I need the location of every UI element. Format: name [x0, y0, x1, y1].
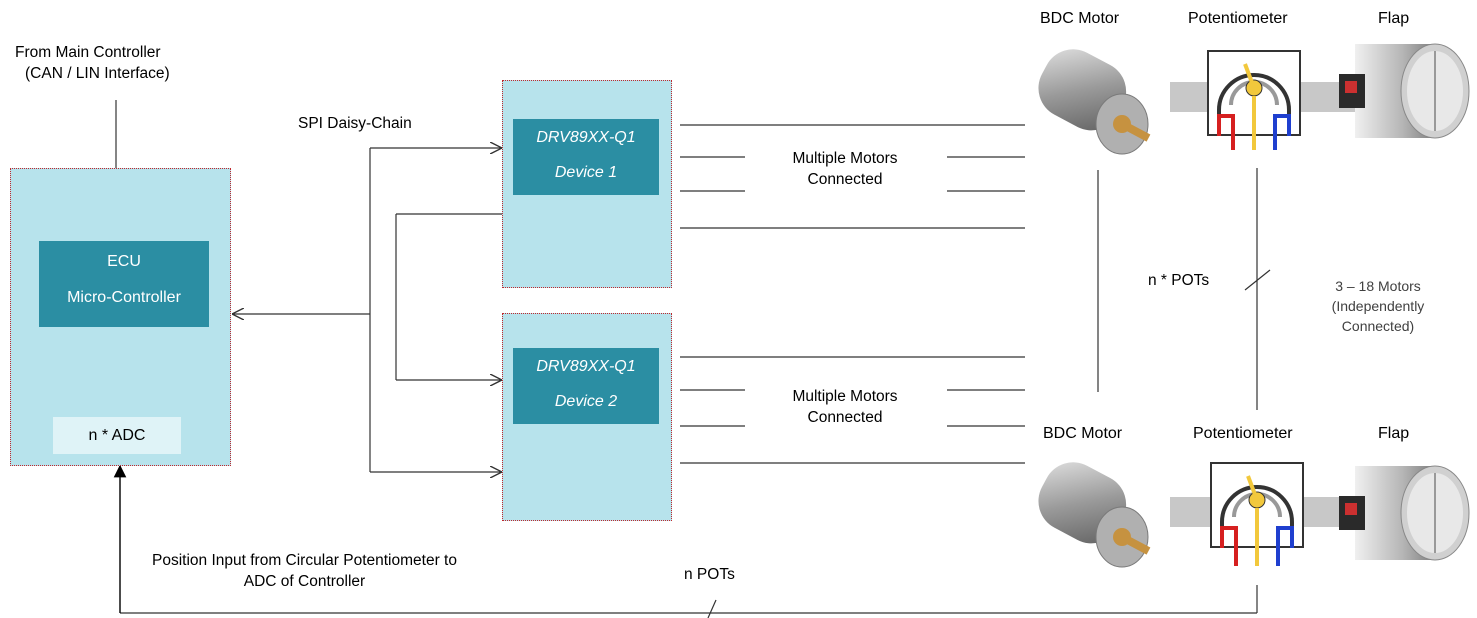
motor-count-label: 3 – 18 Motors (Independently Connected) [1331, 278, 1425, 334]
potentiometer-illustration-top [1207, 50, 1301, 150]
potentiometer-illustration-bottom [1210, 462, 1304, 566]
multiple-motors-label-2: Multiple Motors Connected [792, 388, 898, 426]
ecu-title: ECU [107, 253, 141, 270]
position-feedback-label: Position Input from Circular Potentiomet… [152, 552, 457, 590]
device-2-name: Device 2 [554, 393, 618, 410]
potentiometer-label-bottom: Potentiometer [1193, 425, 1293, 442]
device-2-part: DRV89XX-Q1 [536, 358, 636, 375]
device-2-block: DRV89XX-Q1 Device 2 [502, 313, 672, 521]
ecu-block: ECU Micro-Controller n * ADC [10, 168, 231, 466]
potentiometer-label-top: Potentiometer [1188, 10, 1288, 27]
n-pots-vertical-label: n * POTs [1148, 272, 1210, 289]
flap-label-top: Flap [1378, 10, 1410, 27]
bdc-motor-label-top: BDC Motor [1040, 10, 1120, 27]
device-1-label-box: DRV89XX-Q1 Device 1 [513, 119, 659, 195]
ecu-subtitle: Micro-Controller [67, 289, 181, 306]
main-controller-label: From Main Controller (CAN / LIN Interfac… [15, 44, 170, 82]
adc-block: n * ADC [53, 417, 181, 454]
flap-label-bottom: Flap [1378, 425, 1410, 442]
motor-illustration-bottom [1038, 462, 1151, 568]
multiple-motors-label-1: Multiple Motors Connected [792, 150, 898, 188]
flap-illustration-top [1339, 43, 1470, 139]
device-1-name: Device 1 [554, 164, 618, 181]
motor-illustration-top [1038, 49, 1151, 155]
bdc-motor-label-bottom: BDC Motor [1043, 425, 1123, 442]
device-1-part: DRV89XX-Q1 [536, 129, 636, 146]
microcontroller-block: ECU Micro-Controller [39, 241, 209, 327]
n-pots-bottom-label: n POTs [684, 566, 735, 583]
flap-illustration-bottom [1339, 465, 1470, 561]
device-2-label-box: DRV89XX-Q1 Device 2 [513, 348, 659, 424]
spi-daisy-chain-label: SPI Daisy-Chain [298, 115, 412, 132]
device-1-block: DRV89XX-Q1 Device 1 [502, 80, 672, 288]
